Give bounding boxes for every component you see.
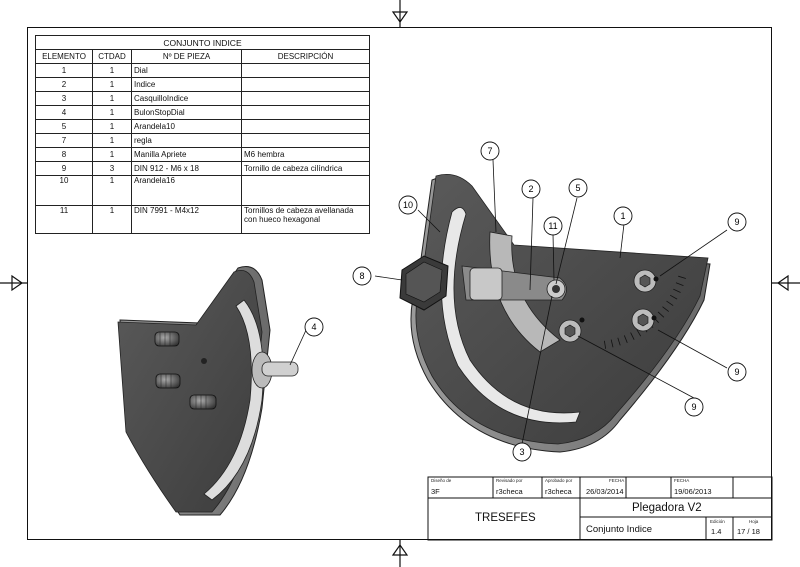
tb-project: Plegadora V2 [632,502,702,514]
bom-cell-pieza: DIN 7991 - M4x12 [131,205,242,234]
balloon-label: 2 [528,184,533,194]
balloon-label: 8 [359,271,364,281]
item-balloons: 1 2 3 4 5 7 8 9 9 9 10 11 [304,141,747,462]
balloon-circle [727,212,747,232]
balloon-label: 11 [548,221,557,231]
tb-company: TRESEFES [475,512,536,524]
front-view [399,173,711,453]
tb-revisado-label: Revisado por [496,478,523,483]
balloon-circle [304,317,324,337]
scale-tick [666,300,674,306]
balloon-circle [512,442,532,462]
tb-aprobado-value: r3checa [545,487,572,496]
bom-cell-ctdad: 1 [92,175,132,206]
balloon-circle [543,216,563,236]
bom-cell-ctdad: 1 [92,205,132,234]
tb-edicion-value: 1.4 [711,527,722,536]
balloon-circle [727,362,747,382]
drawing-frame [27,27,772,540]
scale-tick [610,339,614,348]
balloon-circle [684,397,704,417]
balloon-circle [521,179,541,199]
tb-diseno-value: 3F [431,487,440,496]
bom-cell-descripcion: Tornillos de cabeza avellanada con hueco… [241,205,370,234]
balloon-label: 9 [734,217,739,227]
tb-drawing-title: Conjunto Indice [586,524,653,535]
tb-diseno-label: Diseño de [431,478,452,483]
scale-tick [657,311,665,318]
balloon-circle [480,141,500,161]
scale-tick [675,282,684,286]
scale-tick [673,288,681,293]
scale-tick [662,306,670,312]
balloon-label: 10 [403,200,413,210]
leader-lines [289,159,728,445]
balloon-label: 9 [691,402,696,412]
balloon-circle [398,195,418,215]
scale-tick [678,275,686,279]
tb-hoja-label: Hoja [749,519,759,524]
scale-tick [630,332,635,340]
tb-fecha2-value: 19/06/2013 [674,487,712,496]
scale-tick [603,340,607,349]
scale-tick [636,329,642,337]
tb-revisado-value: r3checa [496,487,523,496]
scale-tick [669,294,678,300]
tb-fecha1-value: 26/03/2014 [586,487,624,496]
balloon-label: 3 [519,447,524,457]
balloon-label: 1 [620,211,625,221]
balloon-circle [352,266,372,286]
balloon-label: 9 [734,367,739,377]
back-view [117,266,299,516]
scale-tick [623,335,628,343]
title-block-frame [427,476,773,541]
tb-hoja-value: 17 / 18 [737,527,760,536]
tb-aprobado-label: Aprobado por [545,478,573,483]
scale-tick [617,337,621,346]
tb-fecha2-label: FECHA [674,478,690,483]
balloon-label: 4 [311,322,316,332]
bom-cell-descripcion [241,175,370,206]
bill-of-materials: CONJUNTO INDICE ELEMENTO CTDAD Nº DE PIE… [35,35,370,234]
balloon-circle [613,206,633,226]
tb-edicion-label: Edición [710,519,725,524]
balloon-label: 7 [487,146,492,156]
tb-fecha1-label: FECHA [609,478,625,483]
balloon-circle [568,178,588,198]
balloon-label: 5 [575,183,580,193]
